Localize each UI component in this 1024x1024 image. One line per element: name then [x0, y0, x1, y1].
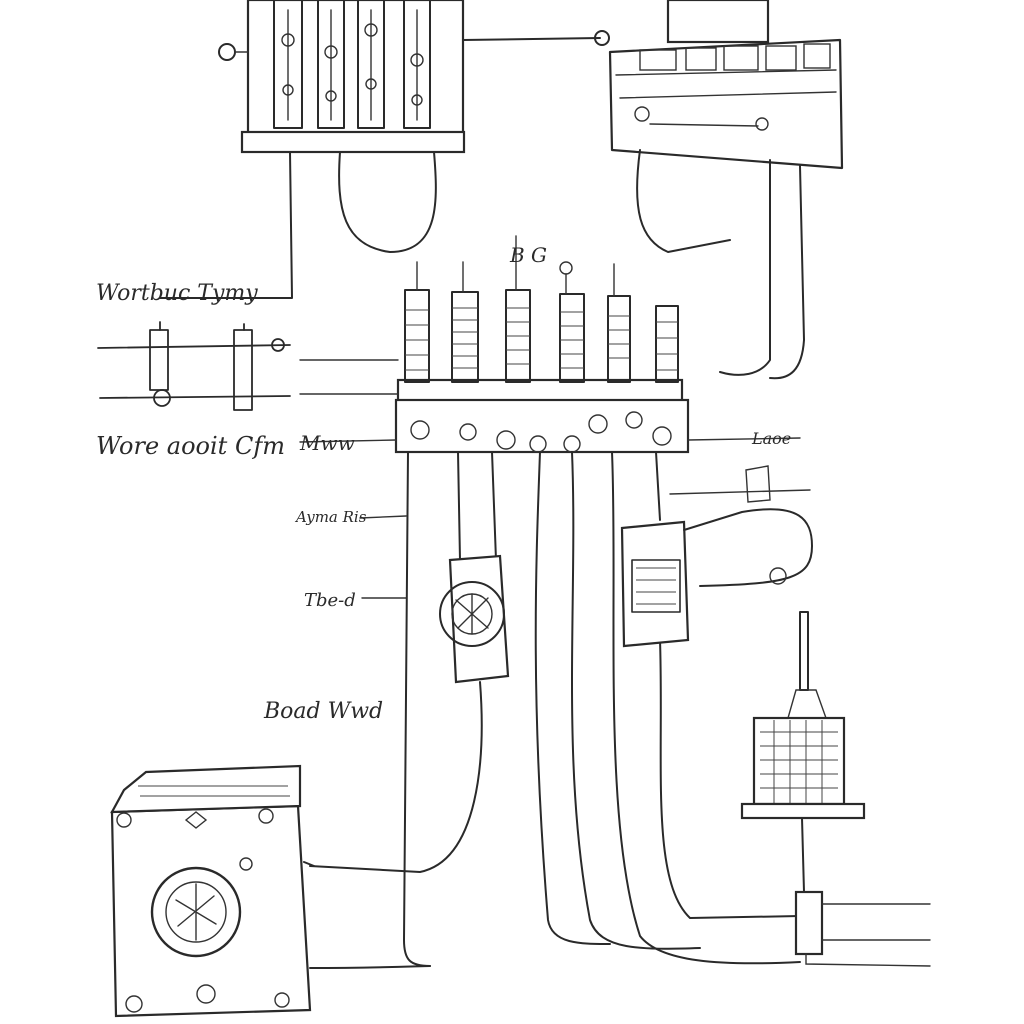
label-right-tag: Laoe: [751, 429, 791, 448]
top-left-relay-panel: [218, 0, 466, 253]
center-gauge-module: [309, 554, 510, 873]
diagram-labels: Wortbuc Tymy Wore aooit Cfm Mww Ayma Ris…: [96, 243, 791, 724]
label-lower: Boad Wwd: [263, 699, 383, 724]
label-leaders: [299, 359, 801, 599]
left-terminal-rail: [97, 321, 291, 411]
label-top-left: Wortbuc Tymy: [96, 281, 258, 306]
label-small: Tbe-d: [304, 590, 356, 611]
bottom-right-transformer: [740, 611, 931, 967]
bottom-left-meter-cabinet: [110, 764, 431, 1018]
label-wire-mid: Wore aooit Cfm: [96, 432, 285, 460]
label-wire-mid-right: Mww: [299, 431, 355, 455]
top-right-control-unit: [608, 0, 844, 380]
label-bus-tag: B G: [509, 243, 547, 267]
vertical-wires: [403, 451, 801, 967]
central-bus-bar: [394, 235, 690, 454]
label-side-note: Ayma Ris: [294, 508, 367, 526]
right-relay-module: [620, 465, 813, 648]
